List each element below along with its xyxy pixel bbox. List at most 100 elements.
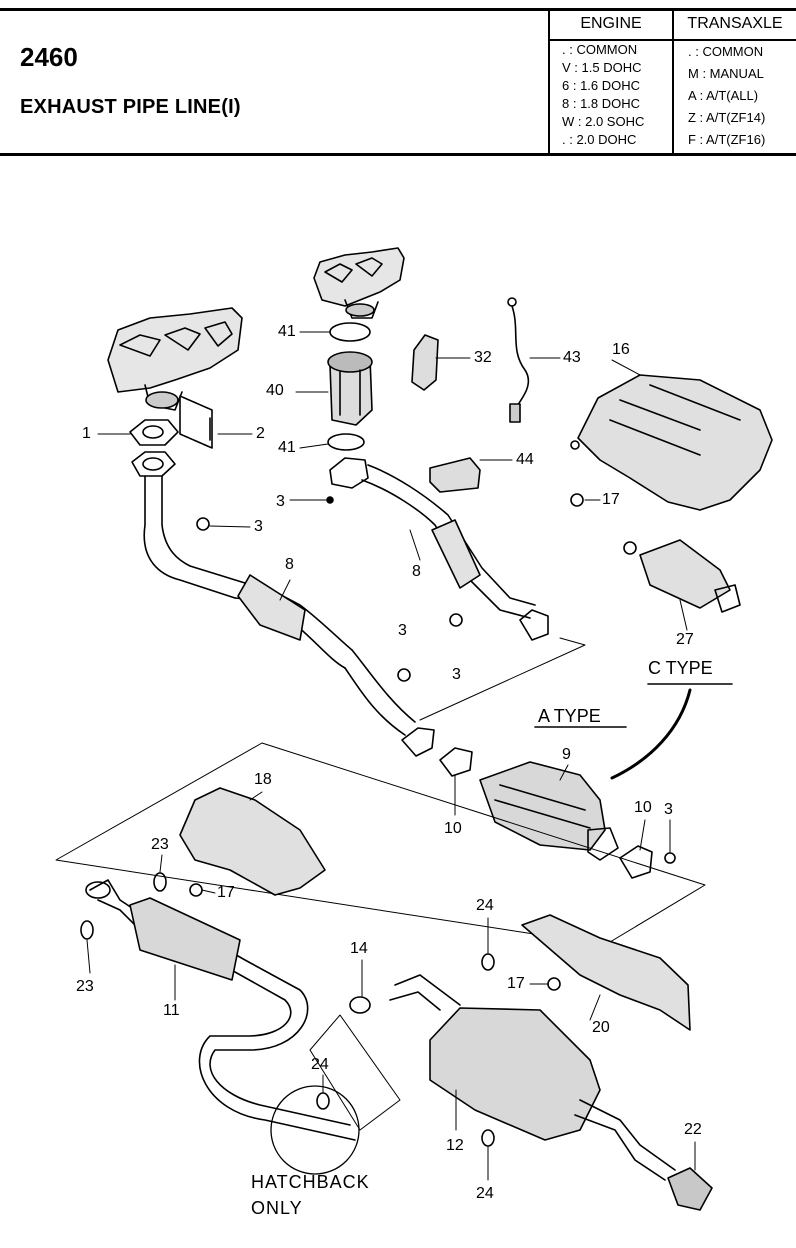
gasket-41-upper [329,322,371,342]
transaxle-row: F : A/T(ZF16) [688,132,766,147]
converter-27-c-type [623,539,741,613]
callout-10: 10 [634,799,652,816]
callout-3: 3 [452,666,461,683]
callout-24: 24 [476,1185,494,1202]
type-arrow [610,688,692,780]
hatchback-only-caption: ONLY [251,1198,303,1218]
callout-17: 17 [217,884,235,901]
callout-18: 18 [254,771,272,788]
callout-40: 40 [266,382,284,399]
rubber-hanger-24 [481,1129,495,1147]
callout-3: 3 [276,493,285,510]
center-muffler-11 [85,879,356,1141]
catalytic-converter-40 [327,351,373,426]
front-pipe-8-left [131,451,416,736]
hatchback-detail-circle [270,1085,360,1175]
callout-11: 11 [163,1002,180,1019]
front-pipe-8-right [329,457,549,641]
transaxle-row: A : A/T(ALL) [688,88,759,103]
c-type-caption: C TYPE [648,658,713,678]
table-divider-mid [672,11,674,153]
engine-row: 6 : 1.6 DOHC [562,78,641,93]
callout-17: 17 [507,975,525,992]
callout-3: 3 [398,622,407,639]
callout-44: 44 [516,451,534,468]
section-title: EXHAUST PIPE LINE(I) [20,96,241,118]
header-bottom-rule [0,153,796,156]
callout-12: 12 [446,1137,464,1154]
heat-protector-20 [521,914,691,1031]
main-muffler-12 [389,974,676,1181]
gasket-41-lower [327,433,365,451]
engine-row: . : COMMON [562,42,638,57]
group-outline-mid [419,637,586,721]
callout-3: 3 [254,518,263,535]
callout-27: 27 [676,631,694,648]
transaxle-row: M : MANUAL [688,66,764,81]
oxygen-sensor-43 [507,297,530,423]
callout-41: 41 [278,439,296,456]
nut-3 [664,852,676,864]
callout-24: 24 [311,1056,329,1073]
callout-17: 17 [602,491,620,508]
gasket-10-upper [439,747,473,777]
tail-pipe-22 [667,1167,713,1211]
gasket-10-lower [619,845,653,879]
callout-22: 22 [684,1121,702,1138]
diagram-header: 2460 EXHAUST PIPE LINE(I) ENGINE TRANSAX… [0,0,796,158]
callout-3: 3 [664,801,673,818]
bracket-32 [411,334,439,391]
callout-9: 9 [562,746,571,763]
callout-20: 20 [592,1019,610,1036]
leader-lines [86,331,696,1181]
nut-17 [189,883,203,897]
engine-row: V : 1.5 DOHC [562,60,642,75]
callout-32: 32 [474,349,492,366]
callout-1: 1 [82,425,91,442]
nut-3 [397,668,411,682]
nut-3 [326,496,334,504]
section-code: 2460 [20,42,78,72]
engine-column-header: ENGINE [580,15,642,32]
heat-protector-16 [570,374,773,511]
bracket-44 [429,457,481,493]
nut-3 [196,517,210,531]
exhaust-manifold-rear [313,247,405,319]
callout-10: 10 [444,820,462,837]
callout-2: 2 [256,425,265,442]
callout-8: 8 [412,563,421,580]
engine-row: W : 2.0 SOHC [562,114,645,129]
rubber-hanger-23 [153,872,167,892]
legend-table: ENGINE TRANSAXLE . : COMMON V : 1.5 DOHC… [548,11,796,153]
nut-3 [449,613,463,627]
a-type-caption: A TYPE [538,706,601,726]
callout-23: 23 [76,978,94,995]
engine-row: 8 : 1.8 DOHC [562,96,641,111]
callout-16: 16 [612,341,630,358]
rubber-hanger-24 [316,1092,330,1110]
nut-17 [570,493,584,507]
exhaust-manifold-front [107,307,243,411]
transaxle-column-header: TRANSAXLE [687,15,783,32]
callout-8: 8 [285,556,294,573]
transaxle-row: . : COMMON [688,44,764,59]
callout-14: 14 [350,940,368,957]
rubber-hanger-24 [481,953,495,971]
rubber-hanger-23 [80,920,94,940]
heat-protector-18 [179,787,326,896]
catalytic-converter-9 [479,761,619,861]
header-top-rule [0,8,796,11]
gasket-1 [129,419,179,446]
callout-23: 23 [151,836,169,853]
table-header-rule [548,39,796,41]
callout-24: 24 [476,897,494,914]
callout-41: 41 [278,323,296,340]
flange-pipe-end [401,727,435,757]
nut-17 [547,977,561,991]
engine-row: . : 2.0 DOHC [562,132,637,147]
callout-43: 43 [563,349,581,366]
hanger-14 [349,996,371,1014]
table-divider-left [548,11,550,153]
transaxle-row: Z : A/T(ZF14) [688,110,766,125]
